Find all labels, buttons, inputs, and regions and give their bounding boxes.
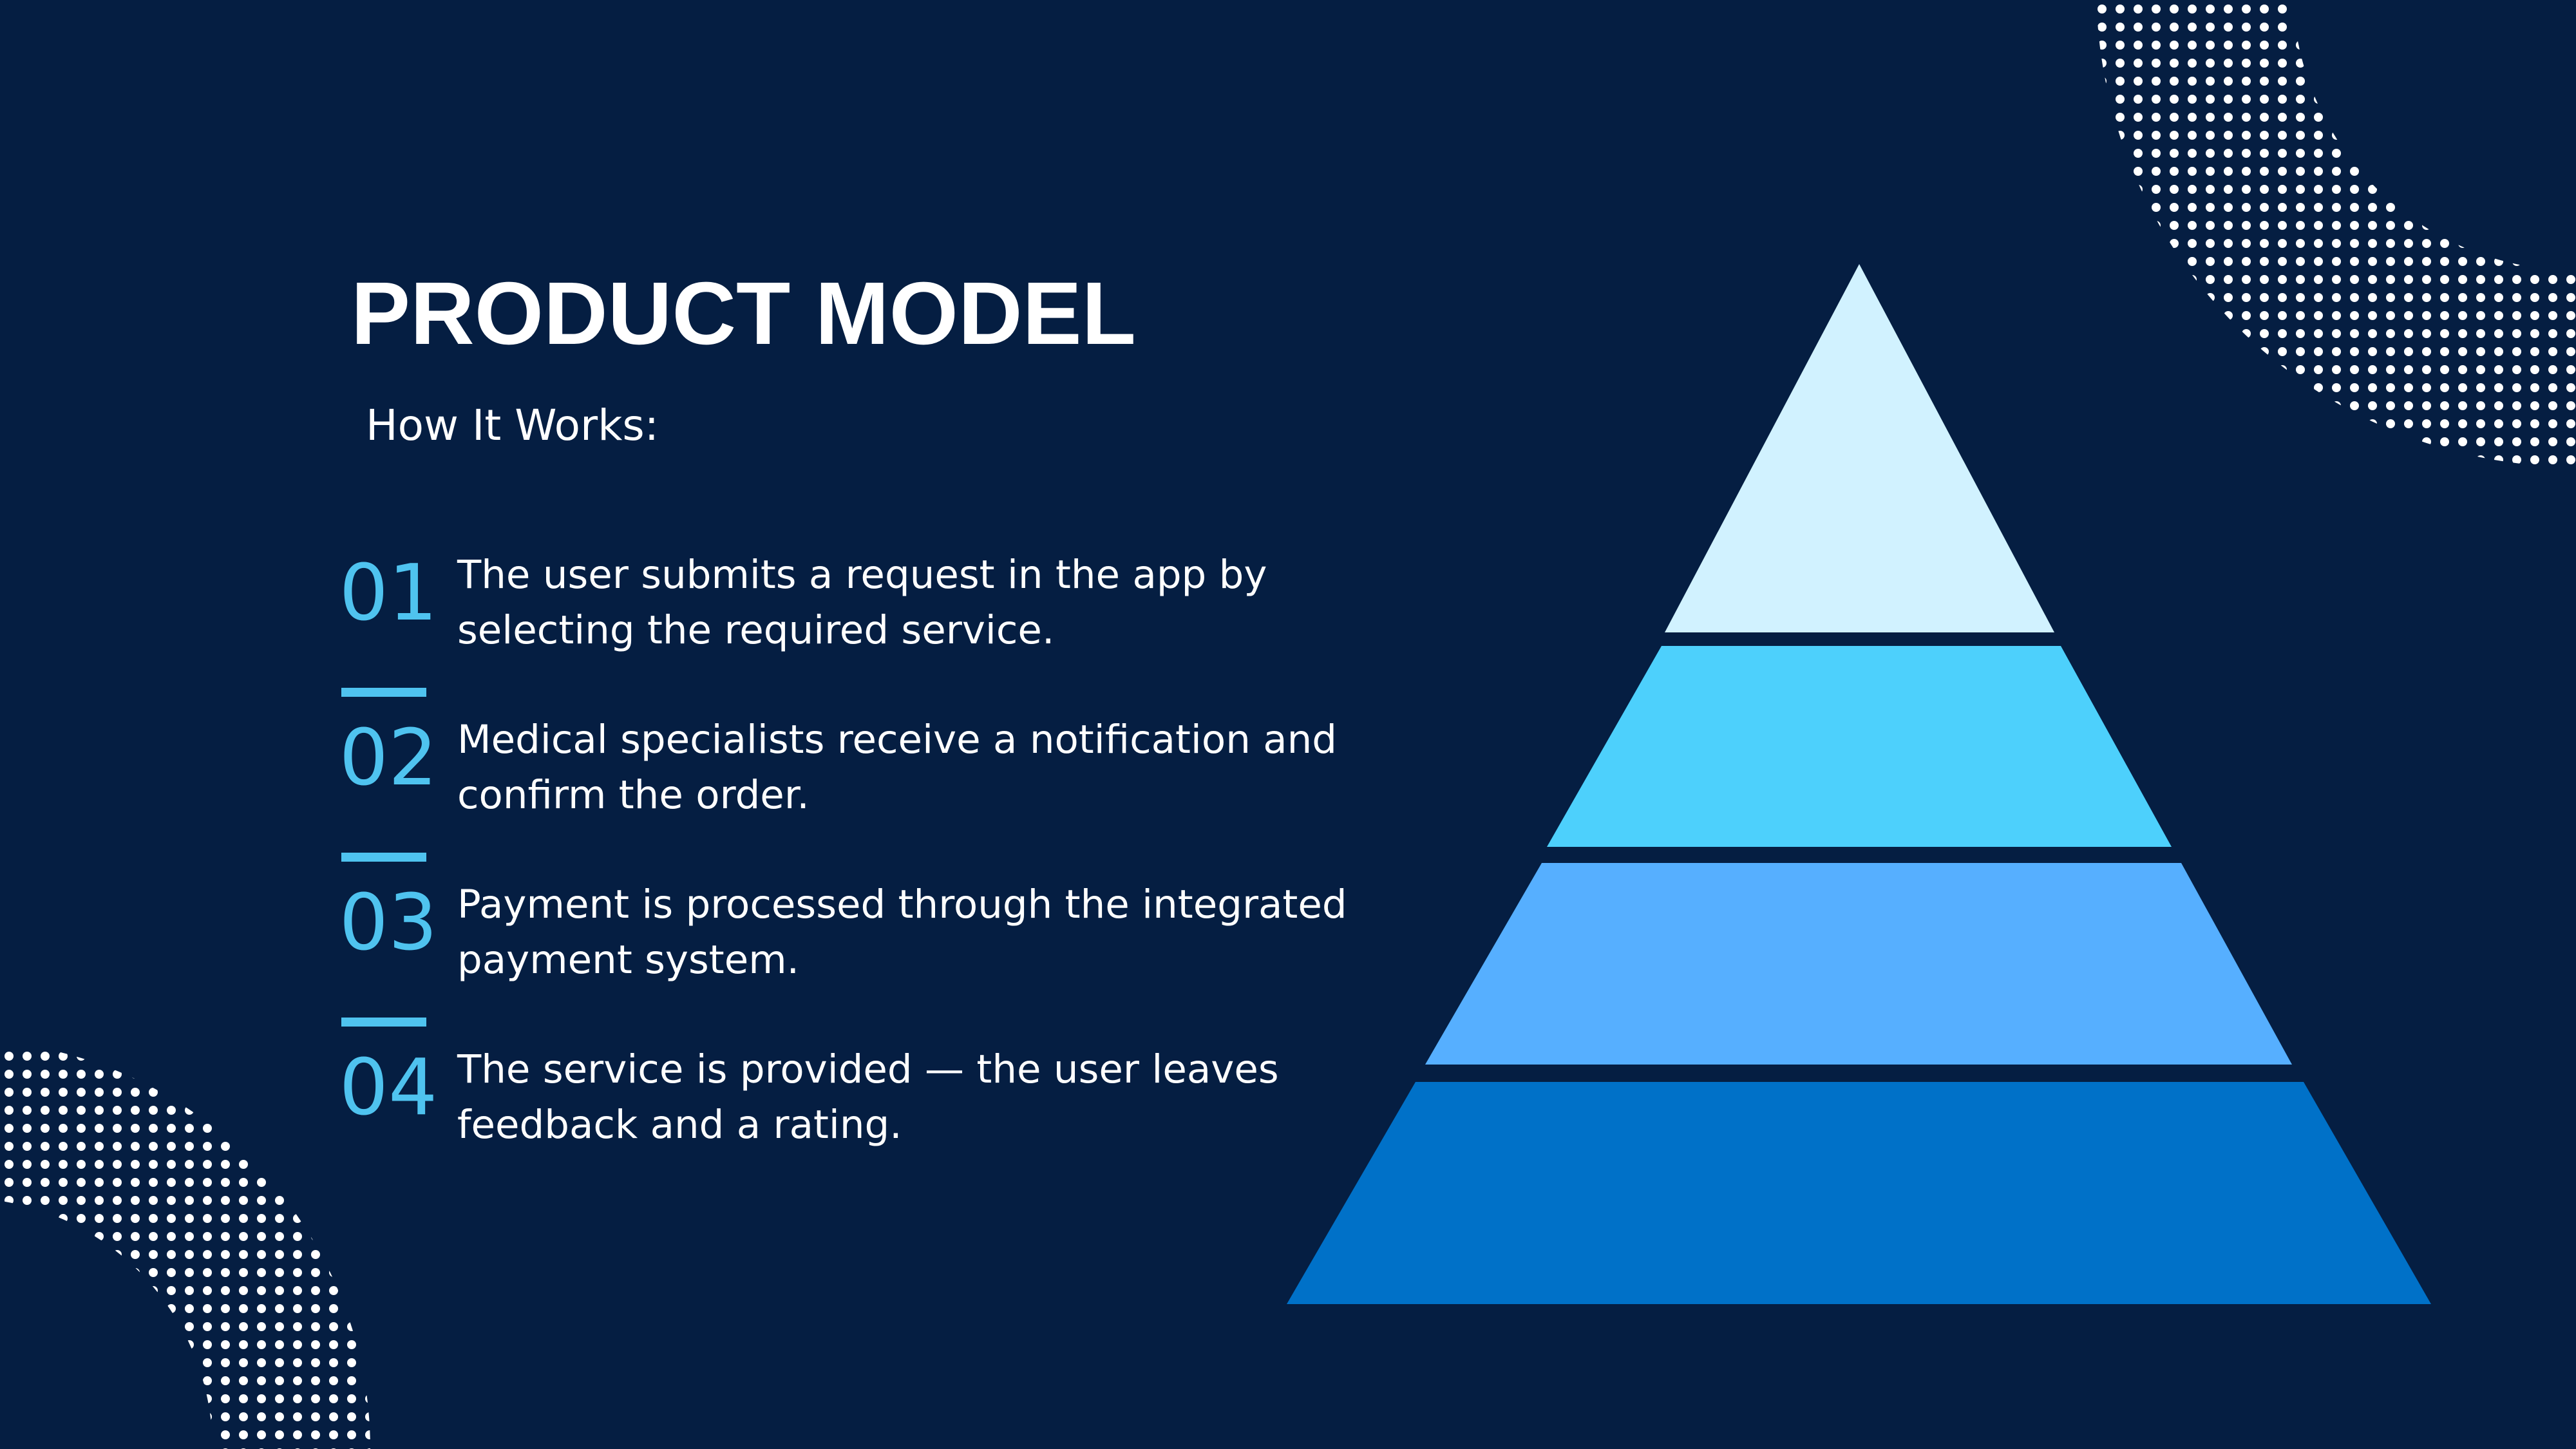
step-text-04-line-1: The service is provided — the user leave… bbox=[457, 1046, 1279, 1092]
slide-subtitle: How It Works: bbox=[366, 401, 659, 450]
step-number-04: 04 bbox=[339, 1043, 438, 1133]
pyramid-level-4 bbox=[1287, 1082, 2431, 1304]
step-divider-2 bbox=[341, 853, 426, 862]
step-text-01-line-1: The user submits a request in the app by bbox=[457, 552, 1267, 598]
step-text-02: Medical specialists receive a notificati… bbox=[457, 712, 1359, 823]
step-divider-1 bbox=[341, 688, 426, 697]
step-number-01: 01 bbox=[339, 549, 438, 638]
slide-title: PRODUCT MODEL bbox=[351, 264, 1136, 363]
pyramid-level-3 bbox=[1425, 863, 2292, 1065]
step-text-04: The service is provided — the user leave… bbox=[457, 1042, 1359, 1153]
step-text-02-line-1: Medical specialists receive a notificati… bbox=[457, 717, 1338, 762]
step-text-03-line-2: payment system. bbox=[457, 937, 800, 983]
pyramid-level-1 bbox=[1665, 264, 2054, 632]
step-number-02: 02 bbox=[339, 714, 438, 803]
step-text-01: The user submits a request in the app by… bbox=[457, 547, 1359, 658]
step-divider-3 bbox=[341, 1018, 426, 1027]
pyramid-level-2 bbox=[1547, 646, 2172, 847]
step-text-01-line-2: selecting the required service. bbox=[457, 607, 1055, 653]
step-text-03-line-1: Payment is processed through the integra… bbox=[457, 882, 1347, 927]
dot-pattern-top-right bbox=[2093, 0, 2576, 489]
dot-pattern-bottom-left bbox=[0, 1011, 386, 1449]
step-text-03: Payment is processed through the integra… bbox=[457, 877, 1359, 988]
step-text-02-line-2: confirm the order. bbox=[457, 772, 810, 818]
step-text-04-line-2: feedback and a rating. bbox=[457, 1102, 902, 1148]
step-number-03: 03 bbox=[339, 878, 438, 968]
